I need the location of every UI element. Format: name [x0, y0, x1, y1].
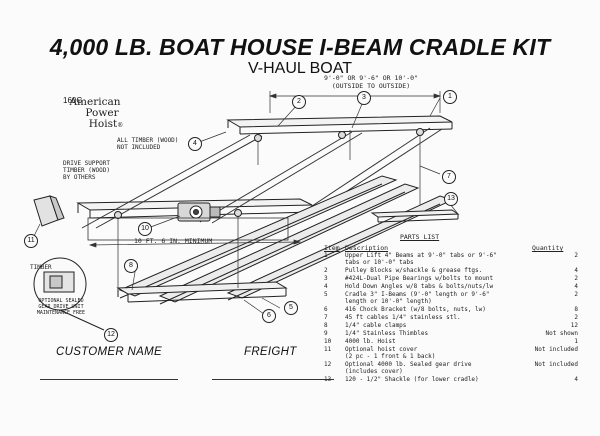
callout-11: 11 [24, 234, 38, 248]
gear-drive-inset [33, 257, 105, 331]
freight-label: FREIGHT [244, 346, 297, 358]
parts-item-number: 10 [324, 338, 332, 345]
timber-inset-label: TIMBER [30, 264, 52, 271]
callout-4: 4 [188, 137, 202, 151]
parts-quantity: 2 [574, 252, 578, 259]
customer-name-line[interactable] [40, 379, 178, 380]
parts-item-number: 7 [324, 314, 328, 321]
customer-name-label: CUSTOMER NAME [56, 346, 162, 358]
parts-header-quantity: Quantity [532, 244, 564, 252]
timber-note: ALL TIMBER (WOOD)NOT INCLUDED [117, 137, 179, 151]
parts-item-number: 1 [324, 252, 328, 259]
parts-description: Hold Down Angles w/8 tabs & bolts/nuts/l… [345, 283, 494, 290]
parts-item-number: 4 [324, 283, 328, 290]
brand-logo: American Power Hoist® [40, 97, 150, 131]
minimum-width-label: 10 FT. 6 IN. MINIMUM [134, 237, 213, 245]
parts-description: 45 ft cables 1/4" stainless stl. [345, 314, 461, 321]
minimum-width-dimension [88, 239, 302, 248]
parts-description: #424L-Dual Pipe Bearings w/bolts to moun… [345, 275, 494, 282]
parts-quantity: Not included [534, 361, 578, 368]
page-subtitle: V-HAUL BOAT [247, 60, 353, 77]
hoist-cover [33, 195, 65, 227]
hoist [177, 202, 221, 222]
parts-description: 120 - 1/2" Shackle (for lower cradle) [345, 376, 479, 383]
parts-description: 416 Chock Bracket (w/8 bolts, nuts, lw) [345, 306, 486, 313]
parts-quantity: 4 [574, 376, 578, 383]
cables [117, 128, 421, 290]
parts-description: 1/4" cable clamps [345, 322, 407, 329]
parts-header-item: Item [324, 244, 340, 252]
parts-list-title: PARTS LIST [400, 233, 440, 241]
parts-quantity: 4 [574, 267, 578, 274]
brand-line-1: American [69, 96, 121, 108]
parts-item-number: 12 [324, 361, 332, 368]
parts-description: 4000 lb. Hoist [345, 338, 396, 345]
parts-quantity: 2 [574, 314, 578, 321]
parts-description: Optional 4000 lb. Sealed gear drive (inc… [345, 361, 472, 375]
callout-8: 8 [124, 259, 138, 273]
product-code: 160C [63, 96, 83, 105]
parts-quantity: Not included [534, 346, 578, 353]
freight-line[interactable] [212, 379, 334, 380]
parts-description: Cradle 3" I-Beams (9'-0" length or 9'-6"… [345, 291, 490, 305]
parts-description: 1/4" Stainless Thimbles [345, 330, 429, 337]
callout-3: 3 [357, 91, 371, 105]
parts-description: Upper Lift 4" Beams at 9'-0" tabs or 9'-… [345, 252, 497, 266]
callout-10: 10 [138, 222, 152, 236]
callout-12: 12 [104, 328, 118, 342]
callout-7: 7 [442, 170, 456, 184]
parts-header-description: Description [345, 244, 389, 252]
parts-quantity: Not shown [545, 330, 578, 337]
parts-quantity: 1 [574, 338, 578, 345]
parts-quantity: 2 [574, 275, 578, 282]
drive-support-outline [87, 217, 289, 241]
parts-quantity: 4 [574, 283, 578, 290]
cradle-end-beam [116, 281, 288, 303]
callout-5: 5 [284, 301, 298, 315]
parts-item-number: 3 [324, 275, 328, 282]
callout-6: 6 [262, 309, 276, 323]
beam-spacing-label: 9'-0" OR 9'-6" OR 10'-0"(OUTSIDE TO OUTS… [324, 74, 418, 90]
callout-1: 1 [443, 90, 457, 104]
callout-2: 2 [292, 95, 306, 109]
brand-line-2: Power [85, 107, 119, 119]
parts-quantity: 2 [574, 291, 578, 298]
parts-item-number: 2 [324, 267, 328, 274]
parts-item-number: 5 [324, 291, 328, 298]
timbers [81, 127, 443, 229]
parts-description: Optional hoist cover (2 pc - 1 front & 1… [345, 346, 436, 360]
parts-quantity: 12 [570, 322, 578, 329]
parts-item-number: 6 [324, 306, 328, 313]
parts-item-number: 11 [324, 346, 332, 353]
callout-13: 13 [444, 192, 458, 206]
parts-quantity: 8 [574, 306, 578, 313]
parts-item-number: 8 [324, 322, 328, 329]
pulley-blocks [114, 128, 424, 219]
cradle-rear-beam [370, 209, 460, 223]
brand-line-3: Hoist® [88, 118, 124, 130]
page-title: 4,000 LB. BOAT HOUSE I-BEAM CRADLE KIT [49, 34, 551, 60]
parts-item-number: 9 [324, 330, 328, 337]
parts-description: Pulley Blocks w/shackle & grease ftgs. [345, 267, 483, 274]
